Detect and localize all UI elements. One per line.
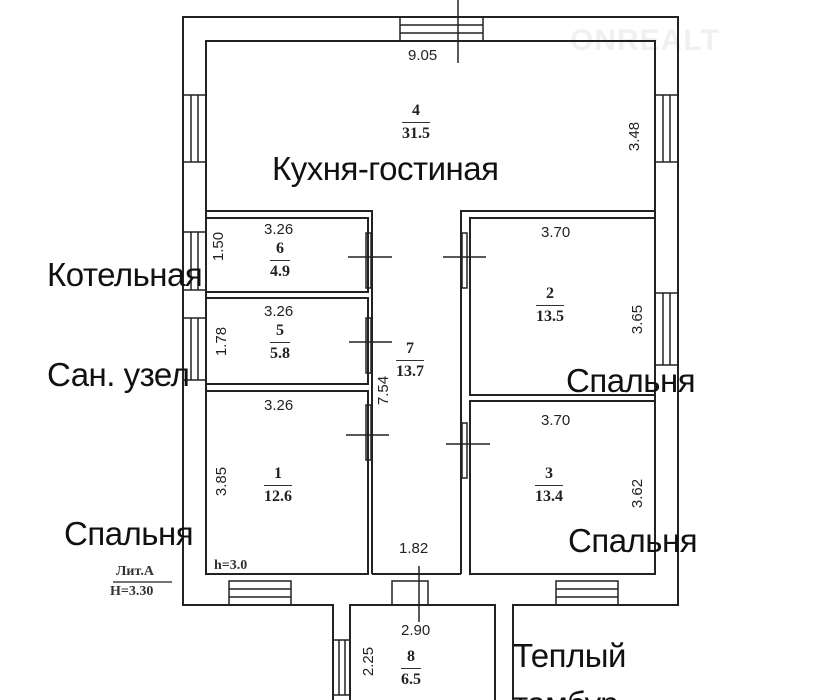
label-bedroom-3: Спальня [568,522,698,559]
dim-r2-height: 3.65 [629,304,647,335]
dim-r3-width: 3.70 [541,412,571,429]
label-boiler-room: Котельная [47,256,203,293]
label-bathroom: Сан. узел [47,356,190,393]
dim-r5-width: 3.26 [264,303,294,320]
dim-kitchen-width: 9.05 [408,47,438,64]
dim-r8-height: 2.25 [360,646,378,677]
doors [346,0,490,622]
dim-corridor-length: 7.54 [375,375,393,406]
label-kitchen-living: Кухня-гостиная [272,150,499,187]
label-vestibule: Теплый тамбур [513,637,626,700]
dim-r2-width: 3.70 [541,224,571,241]
dim-r3-height: 3.62 [629,478,647,509]
ceiling-height-note: h=3.0 [214,558,248,573]
dim-r6-width: 3.26 [264,221,294,238]
dim-r6-height: 1.50 [210,231,228,262]
label-bedroom-1: Спальня [64,515,194,552]
dim-r5-height: 1.78 [213,326,231,357]
dim-r1-width: 3.26 [264,397,294,414]
building-height-note: H=3.30 [110,584,154,599]
windows [182,16,679,696]
dim-corridor-width: 1.82 [399,540,429,557]
dim-r8-width: 2.90 [401,622,431,639]
lit-note: Лит.А [116,564,154,579]
dim-kitchen-height: 3.48 [626,121,644,152]
label-bedroom-2: Спальня [566,362,696,399]
dim-r1-height: 3.85 [213,466,231,497]
